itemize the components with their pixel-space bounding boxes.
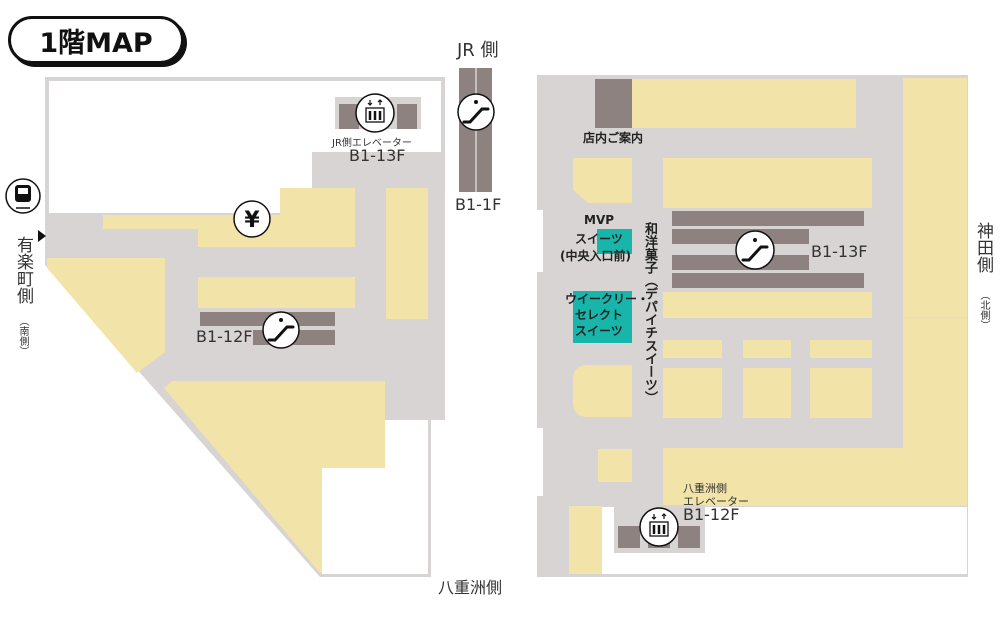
train-station-icon (5, 178, 41, 214)
information-desk[interactable] (595, 79, 632, 128)
kanda-side-label: 神田側 (973, 222, 993, 273)
void-area (537, 210, 543, 272)
elevator-icon (355, 93, 395, 133)
shop-area[interactable] (810, 368, 872, 418)
escalator-bar (672, 273, 864, 288)
shop-area[interactable] (47, 258, 165, 373)
jr-elevator-floors: B1-13F (349, 146, 406, 165)
yaesu-side-label: 八重洲側 (438, 578, 503, 597)
mvp-location-label: (中央入口前) (560, 249, 631, 263)
jr-elevator-car (339, 104, 359, 129)
shop-area[interactable] (569, 506, 602, 574)
yaesu-elevator-car (618, 526, 640, 548)
mvp-sweets-shop[interactable] (597, 229, 632, 254)
shop-area[interactable] (743, 340, 791, 358)
shop-area[interactable] (598, 449, 632, 482)
void-area (385, 420, 428, 468)
void-area (322, 468, 428, 574)
sweets-label: スイーツ (575, 324, 623, 338)
shop-area[interactable] (663, 340, 722, 358)
shop-area[interactable] (903, 78, 967, 506)
elevator-icon (639, 507, 679, 547)
yaesu-elevator-label-1: 八重洲側 (683, 482, 727, 495)
yurakucho-side-sublabel: （南側） (17, 316, 28, 356)
shop-area[interactable] (386, 188, 428, 319)
escalator-icon (262, 311, 300, 349)
mvp-sweets-label: スイーツ (575, 232, 623, 246)
weekly-select-sweets-shop[interactable] (573, 291, 632, 343)
select-label: セレクト (575, 308, 624, 322)
jr-elevator-label: JR側エレベーター (332, 138, 412, 149)
escalator-bar (672, 229, 809, 244)
shop-area[interactable] (663, 158, 872, 208)
shop-area[interactable] (632, 79, 856, 128)
page-title: 1階MAP (8, 16, 184, 64)
escalator-icon (735, 230, 775, 270)
shop-area[interactable] (810, 340, 872, 358)
shop-area[interactable] (573, 158, 632, 203)
shop-area[interactable] (663, 448, 967, 506)
kanda-side-sublabel: （北側） (978, 290, 989, 330)
svg-text:¥: ¥ (244, 208, 260, 233)
shop-area[interactable] (164, 381, 385, 573)
shop-area[interactable] (743, 368, 791, 418)
entrance-arrow-icon (38, 230, 46, 242)
escalator-bar (672, 211, 864, 226)
weekly-label: ウイークリー・ (565, 292, 650, 306)
shop-area[interactable] (663, 292, 872, 318)
information-label: 店内ご案内 (583, 131, 644, 145)
shop-area[interactable] (663, 368, 722, 418)
yaesu-elevator-label-2: エレベーター (683, 495, 749, 508)
jr-escalator-floors: B1-1F (455, 195, 502, 214)
mvp-label: MVP (584, 213, 615, 227)
yurakucho-side-label: 有楽町側 (13, 236, 33, 304)
jr-elevator-car (397, 104, 417, 129)
shop-area[interactable] (198, 277, 355, 308)
shop-area[interactable] (573, 365, 632, 417)
shop-area[interactable] (103, 188, 355, 247)
wayo-gashi-label: 和洋菓子（デパイチスイーツ） (642, 222, 657, 404)
void-area (537, 428, 543, 496)
jr-side-label: JR 側 (457, 40, 499, 61)
escalator-icon (457, 93, 495, 131)
yaesu-elevator-car (678, 526, 700, 548)
center-escalator-floors: B1-13F (811, 242, 868, 261)
atm-yen-icon: ¥ (233, 200, 271, 238)
yaesu-elevator-floors: B1-12F (683, 505, 740, 524)
left-escalator-floors: B1-12F (196, 327, 253, 346)
